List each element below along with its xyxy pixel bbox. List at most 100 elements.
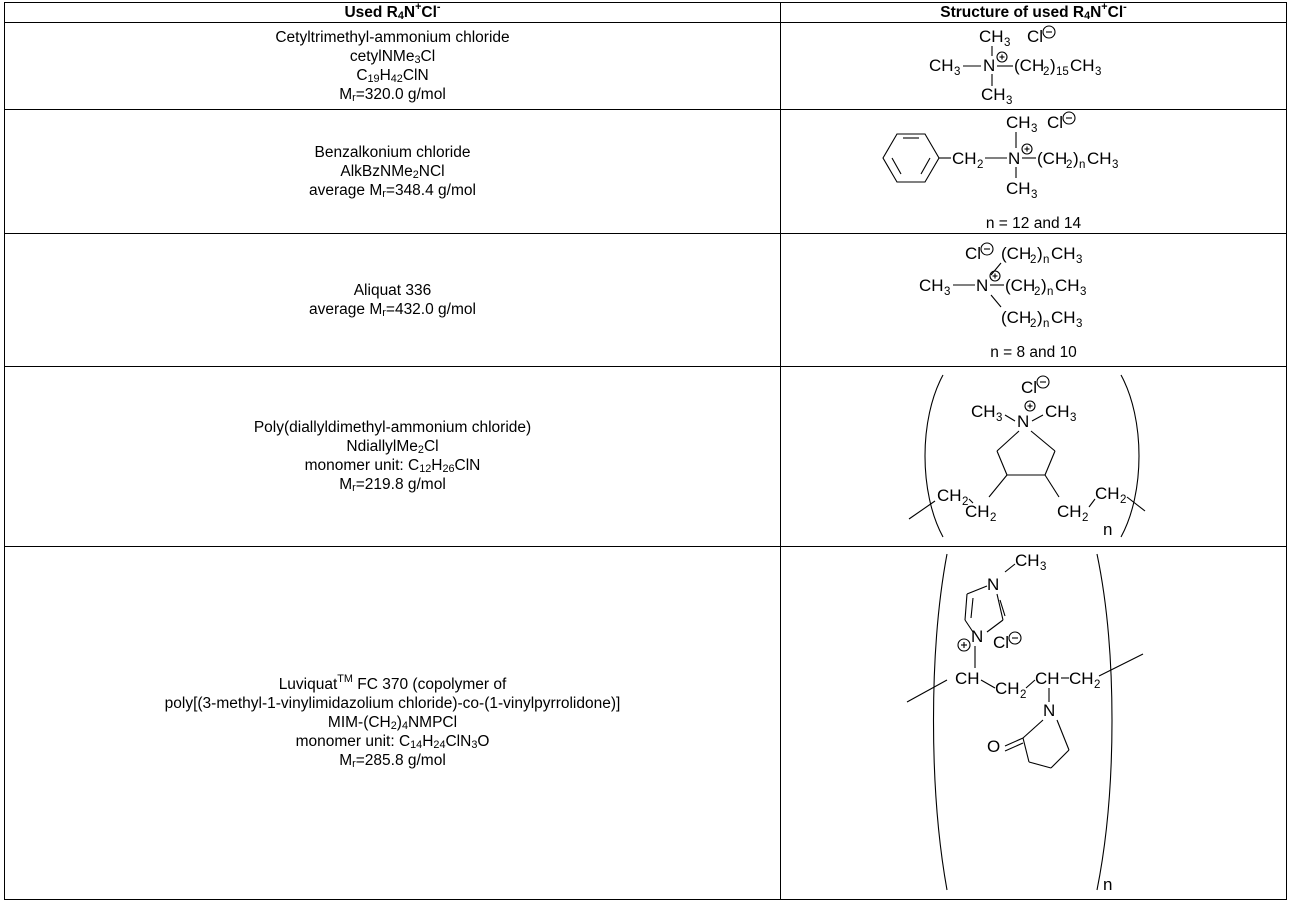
svg-text:CH: CH xyxy=(1070,56,1095,75)
svg-text:(CH: (CH xyxy=(1037,149,1067,168)
svg-text:N: N xyxy=(1043,701,1055,720)
compound-name: Cetyltrimethyl-ammonium chloride xyxy=(275,29,510,47)
compound-info-polydadmac: Poly(diallyldimethyl-ammonium chloride) … xyxy=(4,366,781,547)
svg-text:CH: CH xyxy=(1057,502,1082,521)
compound-molar-mass: Mr=285.8 g/mol xyxy=(339,752,446,771)
compound-abbreviation: MIM-(CH2)4NMPCl xyxy=(327,714,458,733)
svg-text:(CH: (CH xyxy=(1001,308,1031,327)
svg-text:3: 3 xyxy=(1076,254,1082,266)
svg-text:N: N xyxy=(1017,412,1029,431)
svg-text:2: 2 xyxy=(1030,318,1036,330)
svg-text:CH: CH xyxy=(1045,402,1070,421)
svg-text:3: 3 xyxy=(1112,159,1118,171)
svg-text:3: 3 xyxy=(1040,561,1046,573)
svg-text:CH: CH xyxy=(971,402,996,421)
svg-text:CH: CH xyxy=(1051,244,1076,263)
compound-abbreviation: AlkBzNMe2NCl xyxy=(340,163,445,182)
compound-formula: monomer unit: C14H24ClN3O xyxy=(295,733,490,752)
table-row: Poly(diallyldimethyl-ammonium chloride) … xyxy=(4,366,1287,547)
chain-length-note: n = 8 and 10 xyxy=(990,343,1077,361)
svg-text:2: 2 xyxy=(990,512,996,524)
compound-info-cetyl: Cetyltrimethyl-ammonium chloride cetylNM… xyxy=(4,22,781,111)
svg-text:Cl: Cl xyxy=(965,244,981,263)
svg-text:CH: CH xyxy=(979,27,1004,46)
compound-name: Aliquat 336 xyxy=(353,282,432,300)
svg-text:): ) xyxy=(1050,56,1056,75)
svg-text:2: 2 xyxy=(1094,679,1100,691)
svg-text:CH: CH xyxy=(995,679,1020,698)
svg-text:3: 3 xyxy=(1006,95,1012,107)
svg-text:n: n xyxy=(1043,318,1049,330)
table-row: Aliquat 336 average Mr=432.0 g/mol Cl (C… xyxy=(4,233,1287,368)
svg-text:Cl: Cl xyxy=(1027,27,1043,46)
svg-text:3: 3 xyxy=(1095,66,1101,78)
svg-text:3: 3 xyxy=(944,286,950,298)
svg-text:3: 3 xyxy=(1031,123,1037,135)
compound-info-benzalkonium: Benzalkonium chloride AlkBzNMe2NCl avera… xyxy=(4,109,781,235)
quaternary-ammonium-table: Used R4N+Cl- Structure of used R4N+Cl- C… xyxy=(4,1,1287,901)
header-structure: Structure of used R4N+Cl- xyxy=(780,1,1287,24)
svg-text:(CH: (CH xyxy=(1005,276,1035,295)
table-row: Benzalkonium chloride AlkBzNMe2NCl avera… xyxy=(4,109,1287,235)
compound-formula: C19H42ClN xyxy=(356,67,429,86)
svg-text:3: 3 xyxy=(1031,189,1037,201)
svg-text:CH: CH xyxy=(1069,669,1094,688)
table-row: Cetyltrimethyl-ammonium chloride cetylNM… xyxy=(4,22,1287,111)
svg-text:Cl: Cl xyxy=(1047,113,1063,132)
svg-text:3: 3 xyxy=(1076,318,1082,330)
svg-text:15: 15 xyxy=(1056,66,1069,78)
svg-text:CH: CH xyxy=(1015,551,1040,570)
svg-text:N: N xyxy=(987,575,999,594)
svg-text:CH: CH xyxy=(965,502,990,521)
compound-abbreviation: cetylNMe3Cl xyxy=(349,48,436,67)
svg-text:Cl: Cl xyxy=(1021,378,1037,397)
svg-text:CH: CH xyxy=(1055,276,1080,295)
svg-text:): ) xyxy=(1037,244,1043,263)
svg-text:CH: CH xyxy=(1006,179,1031,198)
svg-text:2: 2 xyxy=(962,496,968,508)
svg-text:O: O xyxy=(987,737,1000,756)
compound-name-continued: poly[(3-methyl-1-vinylimidazolium chlori… xyxy=(164,695,621,713)
svg-text:): ) xyxy=(1037,308,1043,327)
svg-text:2: 2 xyxy=(1020,689,1026,701)
svg-text:CH: CH xyxy=(955,669,980,688)
svg-text:N: N xyxy=(971,627,983,646)
compound-info-luviquat: LuviquatTM FC 370 (copolymer of poly[(3-… xyxy=(4,545,781,901)
svg-text:CH: CH xyxy=(1051,308,1076,327)
svg-text:3: 3 xyxy=(1080,286,1086,298)
svg-text:3: 3 xyxy=(954,66,960,78)
compound-info-aliquat: Aliquat 336 average Mr=432.0 g/mol xyxy=(4,233,781,368)
svg-text:CH: CH xyxy=(937,486,962,505)
svg-text:2: 2 xyxy=(1034,286,1040,298)
compound-formula: monomer unit: C12H26ClN xyxy=(304,457,481,476)
svg-text:n: n xyxy=(1047,286,1053,298)
svg-text:N: N xyxy=(983,56,995,75)
header-used-salt: Used R4N+Cl- xyxy=(4,1,781,24)
svg-text:3: 3 xyxy=(996,412,1002,424)
svg-text:3: 3 xyxy=(1004,37,1010,49)
svg-text:2: 2 xyxy=(1043,66,1049,78)
compound-molar-mass: average Mr=348.4 g/mol xyxy=(309,182,476,201)
compound-name: Benzalkonium chloride xyxy=(314,144,471,162)
svg-text:CH: CH xyxy=(929,56,954,75)
svg-text:): ) xyxy=(1073,149,1079,168)
svg-text:CH: CH xyxy=(1006,113,1031,132)
svg-text:2: 2 xyxy=(1066,159,1072,171)
chain-length-note: n = 12 and 14 xyxy=(985,215,1082,233)
compound-name: LuviquatTM FC 370 (copolymer of xyxy=(278,673,507,694)
header-row: Used R4N+Cl- Structure of used R4N+Cl- xyxy=(4,1,1287,24)
svg-text:CH: CH xyxy=(981,85,1006,104)
svg-text:(CH: (CH xyxy=(1014,56,1044,75)
svg-text:): ) xyxy=(1041,276,1047,295)
svg-text:2: 2 xyxy=(1030,254,1036,266)
